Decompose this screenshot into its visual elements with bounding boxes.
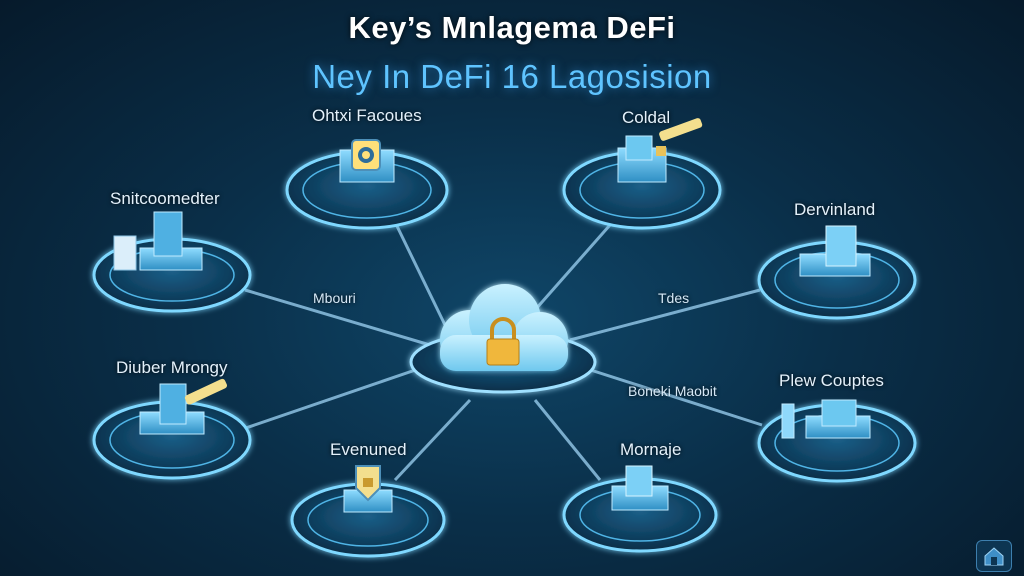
node-disc-left-upper: [92, 211, 252, 313]
padlock-icon: [486, 317, 520, 366]
edge-label-left: Mbouri: [313, 290, 356, 306]
server-icon: [821, 399, 857, 427]
edge-label-right: Tdes: [658, 290, 690, 306]
connector-top-right: [533, 224, 612, 311]
node-label-right-lower: Plew Couptes: [779, 371, 884, 390]
node-disc-right-upper: [757, 225, 917, 320]
edge-label-right-lower: Boneki Maobit: [628, 383, 717, 399]
connector-lines: [239, 221, 763, 482]
server-icon: [825, 225, 857, 267]
node-disc-left-lower: [92, 378, 252, 480]
diagram-subtitle: Ney In DeFi 16 Lagosision: [312, 58, 712, 95]
node-disc-top-left: [285, 139, 449, 230]
house-icon: [984, 547, 1004, 566]
connector-left-lower: [239, 363, 431, 432]
node-label-top-right: Coldal: [622, 108, 671, 127]
node-label-left-lower: Diuber Mrongy: [116, 358, 228, 377]
connector-right-upper: [569, 288, 761, 342]
node-label-right-upper: Dervinland: [794, 200, 876, 219]
node-label-left-upper: Snitcoomedter: [110, 189, 220, 208]
cloud-lock-hub: [409, 284, 597, 394]
key-icon: [656, 118, 703, 156]
server-icon: [625, 465, 653, 497]
connector-right-lower: [574, 363, 763, 427]
node-disc-bottom-right: [562, 465, 718, 553]
key-icon: [184, 378, 228, 405]
node-disc-bottom-left: [290, 465, 446, 558]
connector-left-upper: [244, 288, 431, 347]
diagram-title: Key’s Mnlagema DeFi: [348, 10, 676, 45]
node-label-bottom-left: Evenuned: [330, 440, 407, 459]
server-icon: [153, 211, 183, 257]
connector-bottom-right: [533, 399, 602, 481]
connector-bottom-left: [393, 398, 472, 482]
node-disc-right-lower: [757, 399, 917, 483]
corner-logo: [976, 540, 1012, 572]
node-disc-top-right: [562, 118, 722, 230]
connector-top-left: [393, 221, 447, 326]
node-label-bottom-right: Mornaje: [620, 440, 682, 459]
node-label-top-left: Ohtxi Facoues: [312, 106, 422, 125]
